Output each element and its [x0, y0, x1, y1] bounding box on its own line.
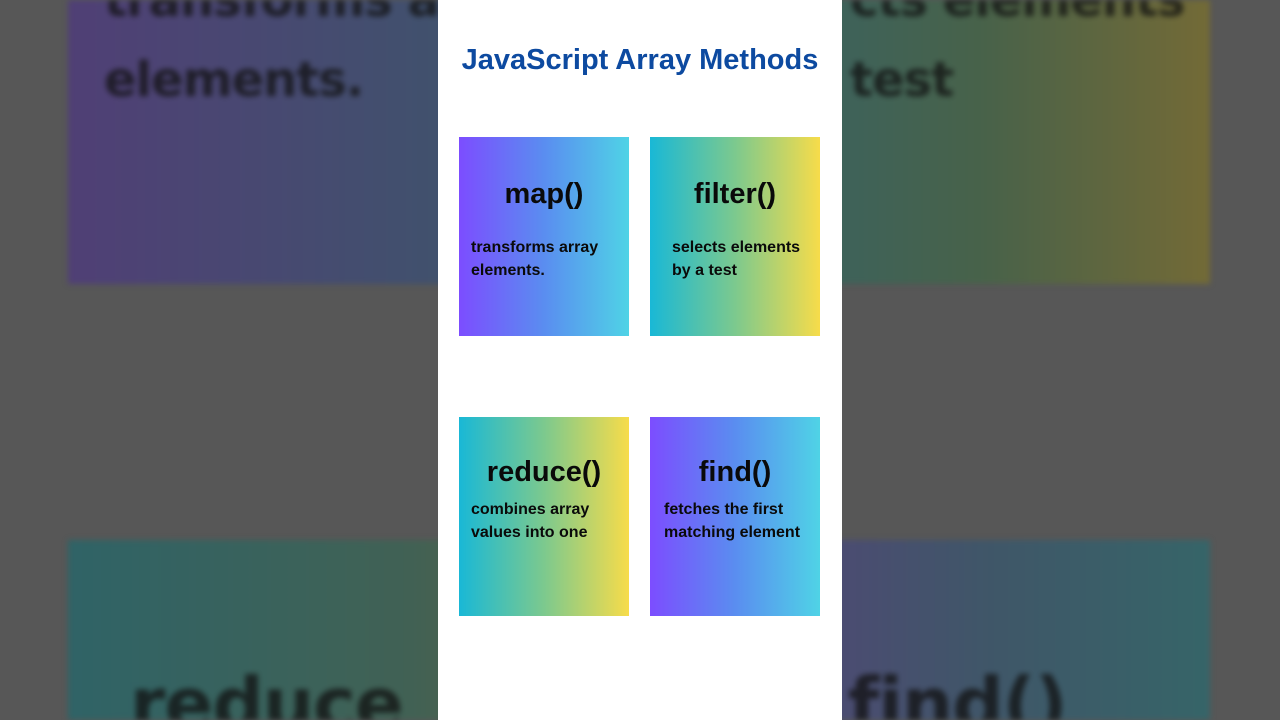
- method-card-filter: filter() selects elements by a test: [650, 137, 820, 336]
- backdrop-text: transforms ar: [104, 0, 463, 28]
- method-name: map(): [504, 178, 584, 210]
- backdrop-text: cts elements: [850, 0, 1185, 28]
- backdrop-text: elements.: [104, 52, 364, 108]
- backdrop-text: reduce: [130, 662, 404, 720]
- method-description: selects elements by a test: [672, 239, 801, 279]
- method-description: combines array values into one: [471, 501, 590, 541]
- method-description: fetches the first matching element: [664, 501, 801, 541]
- method-card-reduce: reduce() combines array values into one: [459, 417, 629, 616]
- method-card-map: map() transforms array elements.: [459, 137, 629, 336]
- method-name: filter(): [693, 178, 777, 210]
- method-card-find: find() fetches the first matching elemen…: [650, 417, 820, 616]
- backdrop-text: find(): [848, 662, 1068, 720]
- method-name: reduce(): [486, 456, 602, 488]
- method-description: transforms array elements.: [471, 239, 599, 279]
- method-name: find(): [698, 456, 772, 488]
- slide-title: JavaScript Array Methods: [461, 44, 819, 76]
- backdrop-text: test: [850, 52, 954, 108]
- slide: JavaScript Array Methods map() transform…: [438, 0, 842, 720]
